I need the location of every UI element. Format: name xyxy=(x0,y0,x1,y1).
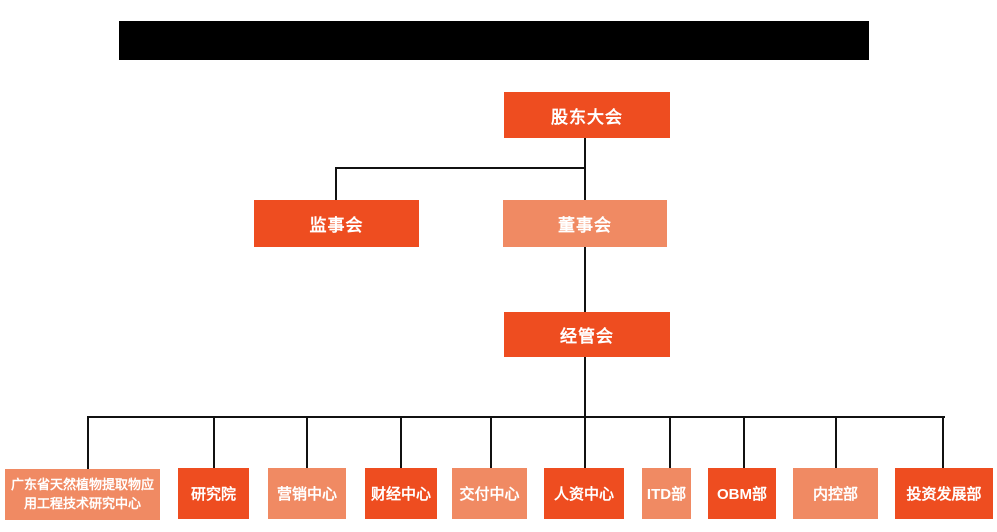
connector-line xyxy=(400,416,402,469)
org-node-internal-control-department: 内控部 xyxy=(793,468,878,519)
connector-line xyxy=(584,247,586,313)
org-node-board-of-directors: 董事会 xyxy=(503,200,667,247)
connector-line xyxy=(743,416,745,469)
org-node-management-committee: 经管会 xyxy=(504,312,670,357)
connector-line xyxy=(87,416,945,418)
connector-line xyxy=(490,416,492,469)
connector-line xyxy=(835,416,837,469)
connector-line xyxy=(306,416,308,469)
connector-line xyxy=(584,167,586,201)
connector-line xyxy=(335,167,586,169)
org-node-itd-department: ITD部 xyxy=(642,468,691,519)
org-node-hr-center: 人资中心 xyxy=(544,468,624,519)
redacted-title-bar xyxy=(119,21,869,60)
org-node-delivery-center: 交付中心 xyxy=(452,468,527,519)
connector-line xyxy=(213,416,215,469)
connector-line xyxy=(584,357,586,469)
org-node-research-center: 广东省天然植物提取物应用工程技术研究中心 xyxy=(5,469,160,520)
org-node-obm-department: OBM部 xyxy=(708,468,776,519)
connector-line xyxy=(584,138,586,169)
connector-line xyxy=(335,167,337,201)
connector-line xyxy=(87,416,89,469)
org-node-finance-center: 财经中心 xyxy=(365,468,437,519)
org-node-research-institute: 研究院 xyxy=(178,468,249,519)
org-node-shareholders-meeting: 股东大会 xyxy=(504,92,670,138)
connector-line xyxy=(942,416,944,469)
connector-line xyxy=(669,416,671,469)
org-node-supervisory-board: 监事会 xyxy=(254,200,419,247)
org-node-marketing-center: 营销中心 xyxy=(268,468,346,519)
org-node-investment-development-department: 投资发展部 xyxy=(895,468,993,519)
